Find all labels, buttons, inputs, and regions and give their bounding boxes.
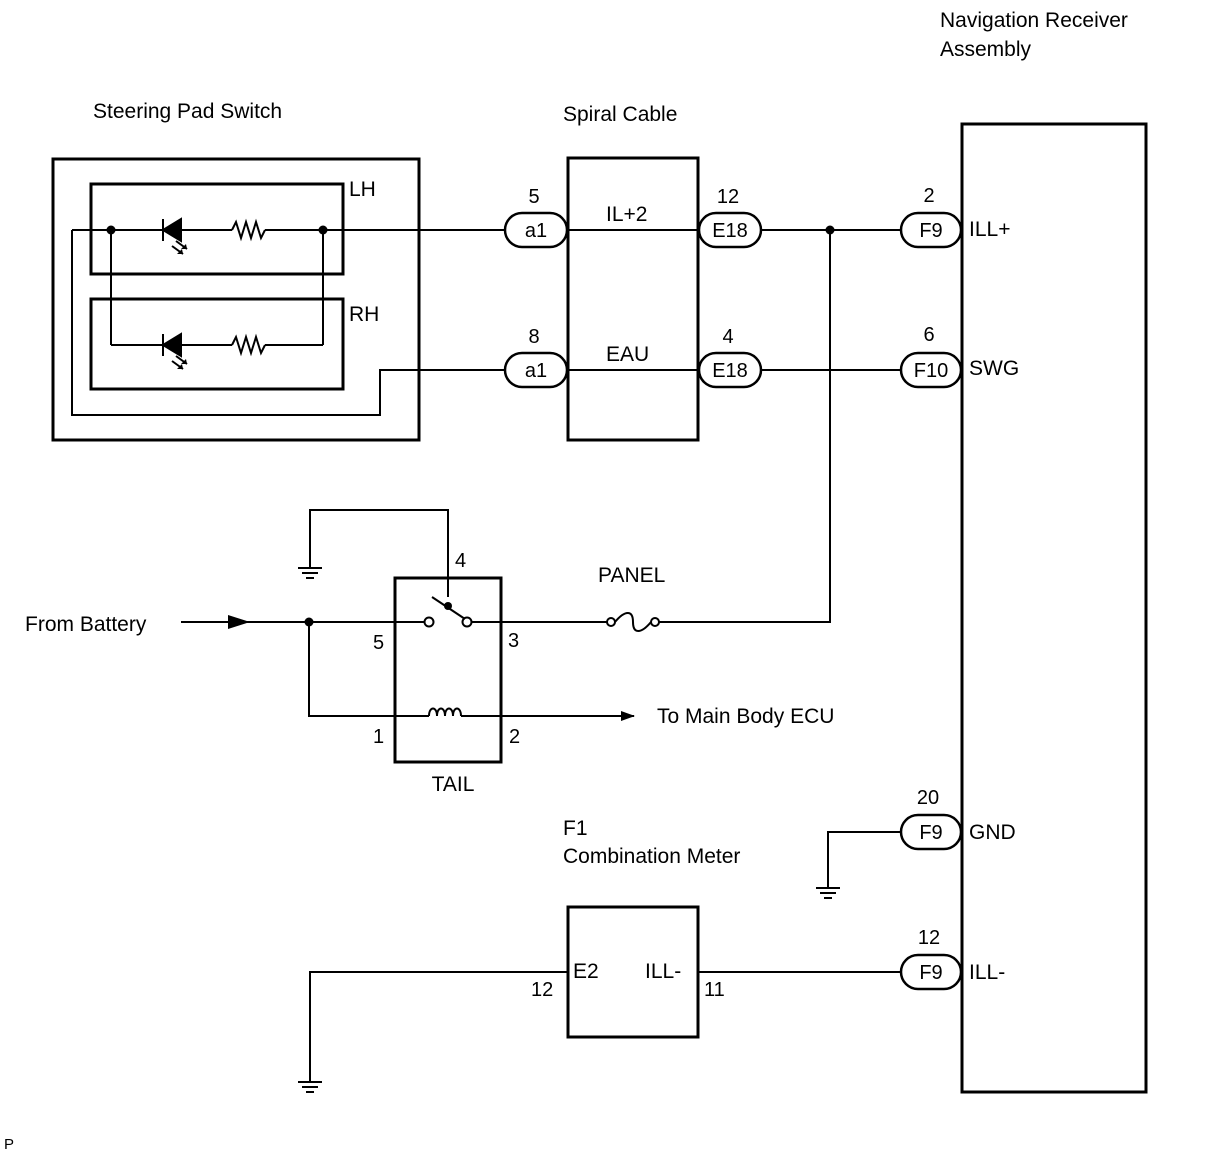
terminal-label: ILL-: [969, 961, 1005, 984]
navigation-receiver: Navigation Receiver Assembly: [940, 9, 1148, 1094]
connector-a1-top: a1 5: [503, 186, 569, 249]
relay-coil-icon: [428, 707, 462, 717]
nav-receiver-title-line1: Navigation Receiver: [940, 9, 1128, 32]
nav-receiver-box: [960, 122, 1148, 1094]
connector-code: F9: [919, 822, 942, 844]
steering-pad-title: Steering Pad Switch: [93, 100, 282, 123]
spiral-cable-box: [566, 156, 700, 442]
nav-receiver-title-line2: Assembly: [940, 38, 1032, 61]
connector-f9-ill-plus: F9 2 ILL+: [899, 185, 1010, 249]
relay-switch-pivot-icon: [444, 602, 452, 610]
connector-pin: 8: [528, 326, 539, 348]
panel-feed-wire: [659, 230, 831, 623]
terminal-label: GND: [969, 821, 1016, 844]
connector-pin: 4: [722, 326, 733, 348]
spiral-cable: Spiral Cable IL+2 EAU: [563, 103, 700, 442]
connector-code: E18: [712, 360, 748, 382]
from-battery-label: From Battery: [25, 613, 147, 636]
connector-e18-top: E18 12: [697, 186, 763, 249]
fuse-icon: [606, 612, 660, 632]
coil-feed-wire: [308, 622, 429, 717]
rh-label: RH: [349, 303, 379, 326]
steering-pad-switch: Steering Pad Switch LH RH: [51, 100, 505, 442]
rh-led-circuit: [111, 332, 323, 370]
connector-code: F9: [919, 220, 942, 242]
connector-code: a1: [525, 360, 547, 382]
connector-code: a1: [525, 220, 547, 242]
meter-terminal-ill: ILL-: [645, 960, 681, 983]
connector-pin: 2: [923, 185, 934, 207]
junction-dot: [318, 225, 328, 235]
relay-contact-icon: [461, 616, 473, 628]
meter-ground-wire: [309, 971, 568, 1082]
lh-led-icon: [161, 217, 182, 243]
connector-e18-bottom: E18 4: [697, 326, 763, 389]
gnd-wire: [827, 831, 901, 888]
connector-pin: 12: [717, 186, 739, 208]
lh-resistor-icon: [231, 218, 266, 242]
combination-meter-title: Combination Meter: [563, 845, 740, 868]
connector-pin: 5: [528, 186, 539, 208]
rh-switch-box: [89, 297, 345, 391]
connector-pin: 20: [917, 787, 939, 809]
connector-code: F9: [919, 962, 942, 984]
relay-contact-icon: [423, 616, 435, 628]
rh-led-light-arrows-icon: [171, 355, 188, 370]
connector-a1-bottom: a1 8: [503, 326, 569, 389]
panel-fuse-label: PANEL: [598, 564, 665, 587]
ground-icon: [298, 1081, 322, 1093]
rh-resistor-icon: [231, 333, 266, 357]
spiral-signal-bottom: EAU: [606, 343, 649, 366]
connector-pin: 12: [918, 927, 940, 949]
rh-led-icon: [161, 332, 182, 358]
relay-pin-1: 1: [373, 726, 384, 748]
eau-wire: [71, 230, 505, 416]
ground-icon: [298, 567, 322, 579]
connector-f9-ill-minus: F9 12 ILL-: [899, 927, 1005, 991]
spiral-signal-top: IL+2: [606, 203, 647, 226]
junction-dot: [106, 225, 116, 235]
steering-pad-outer-box: [51, 157, 421, 442]
terminal-label: ILL+: [969, 218, 1010, 241]
relay-pin-5: 5: [373, 632, 384, 654]
connector-pin: 6: [923, 324, 934, 346]
lh-label: LH: [349, 178, 376, 201]
lh-led-circuit: [72, 217, 505, 255]
meter-pin-ill: 11: [704, 979, 725, 1001]
relay-pin-4: 4: [455, 550, 466, 572]
meter-terminal-e2: E2: [573, 960, 599, 983]
connector-code: E18: [712, 220, 748, 242]
relay-pin-2: 2: [509, 726, 520, 748]
connector-f9-gnd: F9 20 GND: [816, 787, 1016, 899]
footer-mark: P: [4, 1136, 14, 1153]
connector-code: F10: [914, 360, 948, 382]
ground-icon: [816, 887, 840, 899]
relay-pin-3: 3: [508, 630, 519, 652]
battery-arrow-icon: [228, 615, 250, 629]
tail-relay-label: TAIL: [432, 773, 475, 796]
tail-relay: TAIL 4 5 3 1 2: [181, 509, 635, 796]
relay-ground-wire: [309, 509, 449, 597]
meter-pin-e2: 12: [531, 979, 553, 1001]
spiral-cable-title: Spiral Cable: [563, 103, 677, 126]
combination-meter: F1 Combination Meter E2 ILL- 12 11: [298, 817, 901, 1093]
combination-meter-id: F1: [563, 817, 588, 840]
lh-led-light-arrows-icon: [171, 240, 188, 255]
terminal-label: SWG: [969, 357, 1019, 380]
connector-f10-swg: F10 6 SWG: [899, 324, 1019, 389]
to-main-body-label: To Main Body ECU: [657, 705, 834, 728]
